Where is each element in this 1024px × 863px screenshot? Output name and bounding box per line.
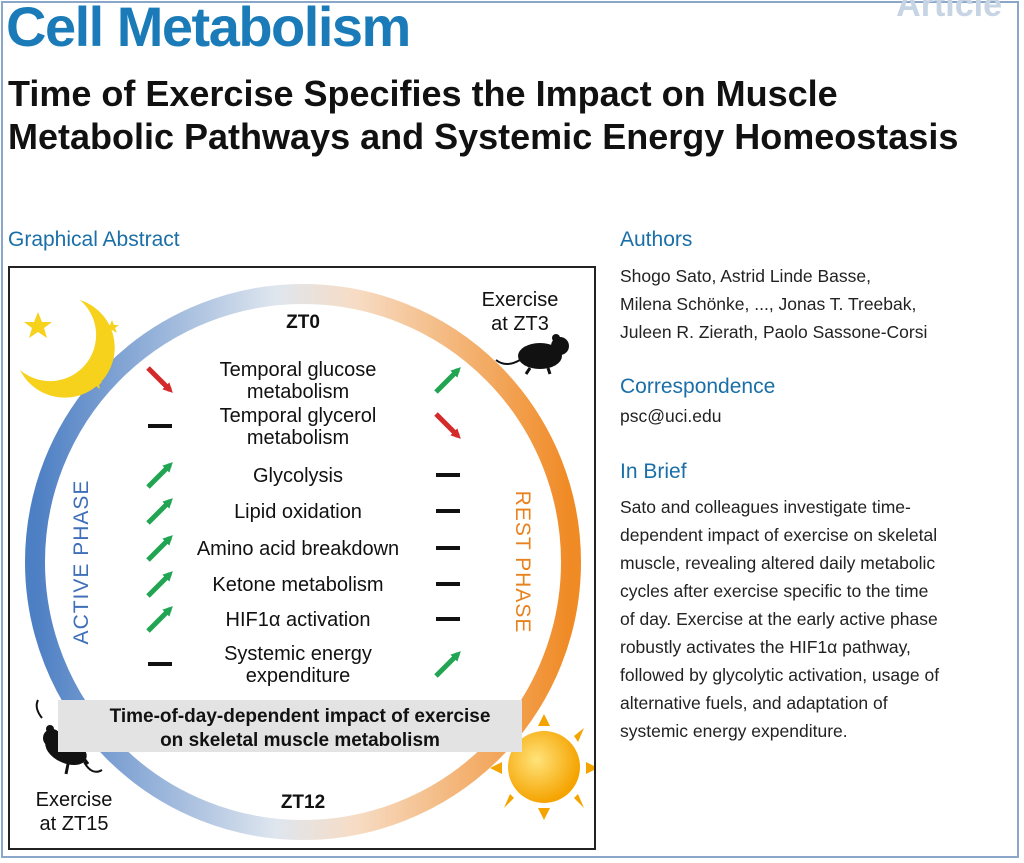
in-brief-line: dependent impact of exercise on skeletal xyxy=(620,525,938,545)
zt3-down-arrow-icon xyxy=(434,412,461,439)
in-brief-heading: In Brief xyxy=(620,460,687,483)
in-brief-line: alternative fuels, and adaptation of xyxy=(620,693,888,713)
exercise-zt3-line2: at ZT3 xyxy=(491,313,549,335)
zt15-up-arrow-icon xyxy=(146,606,173,633)
pathway-label: Ketone metabolism xyxy=(212,574,383,596)
exercise-zt15-line2: at ZT15 xyxy=(40,813,109,835)
in-brief-line: robustly activates the HIF1α pathway, xyxy=(620,637,911,657)
pathway-label: Lipid oxidation xyxy=(234,501,362,523)
pathway-label: Systemic energy xyxy=(224,643,372,665)
pathway-label: metabolism xyxy=(247,427,349,449)
zt0-label: ZT0 xyxy=(286,312,320,333)
graphical-abstract-heading: Graphical Abstract xyxy=(8,228,180,251)
authors-line: Juleen R. Zierath, Paolo Sassone-Corsi xyxy=(620,322,928,342)
pathway-label: metabolism xyxy=(247,381,349,403)
in-brief-line: muscle, revealing altered daily metaboli… xyxy=(620,553,936,573)
mouse-zt3-icon xyxy=(495,334,569,375)
active-phase-label: ACTIVE PHASE xyxy=(70,480,93,645)
zt12-label: ZT12 xyxy=(281,792,325,813)
article-type-label: Article xyxy=(896,0,1002,24)
exercise-zt3-line1: Exercise xyxy=(482,289,559,311)
in-brief-line: followed by glycolytic activation, usage… xyxy=(620,665,940,685)
in-brief-line: of day. Exercise at the early active pha… xyxy=(620,609,938,629)
authors-line: Shogo Sato, Astrid Linde Basse, xyxy=(620,266,871,286)
correspondence-email[interactable]: psc@uci.edu xyxy=(620,406,722,426)
zt15-up-arrow-icon xyxy=(146,535,173,562)
zt15-down-arrow-icon xyxy=(146,366,173,393)
in-brief-text: Sato and colleagues investigate time- de… xyxy=(620,493,939,745)
pathway-label: Temporal glycerol xyxy=(220,405,377,427)
journal-name: Cell Metabolism xyxy=(6,0,411,58)
caption-line-1: Time-of-day-dependent impact of exercise xyxy=(110,706,491,727)
star-icon xyxy=(24,312,52,338)
caption-band xyxy=(58,700,522,752)
authors-line: Milena Schönke, ..., Jonas T. Treebak, xyxy=(620,294,917,314)
zt3-up-arrow-icon xyxy=(434,367,461,394)
zt3-up-arrow-icon xyxy=(434,651,461,678)
graphical-abstract-figure: ZT0 ZT12 Exercise at ZT3 Exercise at ZT1… xyxy=(20,284,594,840)
in-brief-line: cycles after exercise specific to the ti… xyxy=(620,581,929,601)
moon-icon xyxy=(20,300,115,398)
pathway-label: Amino acid breakdown xyxy=(197,538,399,560)
authors-list: Shogo Sato, Astrid Linde Basse, Milena S… xyxy=(620,262,927,346)
rest-phase-label: REST PHASE xyxy=(511,491,534,634)
star-tiny-icon xyxy=(90,378,102,389)
star-small-icon xyxy=(105,320,119,333)
graphical-abstract: ZT0 ZT12 Exercise at ZT3 Exercise at ZT1… xyxy=(8,266,596,850)
article-title: Time of Exercise Specifies the Impact on… xyxy=(8,73,959,157)
pathway-label: Temporal glucose xyxy=(220,359,377,381)
zt15-up-arrow-icon xyxy=(146,498,173,525)
zt15-up-arrow-icon xyxy=(146,462,173,489)
caption-line-2: on skeletal muscle metabolism xyxy=(160,730,440,751)
day-cycle-ring xyxy=(25,284,581,840)
pathway-label: Glycolysis xyxy=(253,465,343,487)
zt15-up-arrow-icon xyxy=(146,571,173,598)
correspondence-heading: Correspondence xyxy=(620,375,776,398)
authors-heading: Authors xyxy=(620,228,693,251)
in-brief-line: Sato and colleagues investigate time- xyxy=(620,497,911,517)
sun-icon xyxy=(490,714,594,820)
in-brief-line: systemic energy expenditure. xyxy=(620,721,848,741)
exercise-zt15-line1: Exercise xyxy=(36,789,113,811)
pathway-label: expenditure xyxy=(246,665,351,687)
pathway-label: HIF1α activation xyxy=(226,609,371,631)
